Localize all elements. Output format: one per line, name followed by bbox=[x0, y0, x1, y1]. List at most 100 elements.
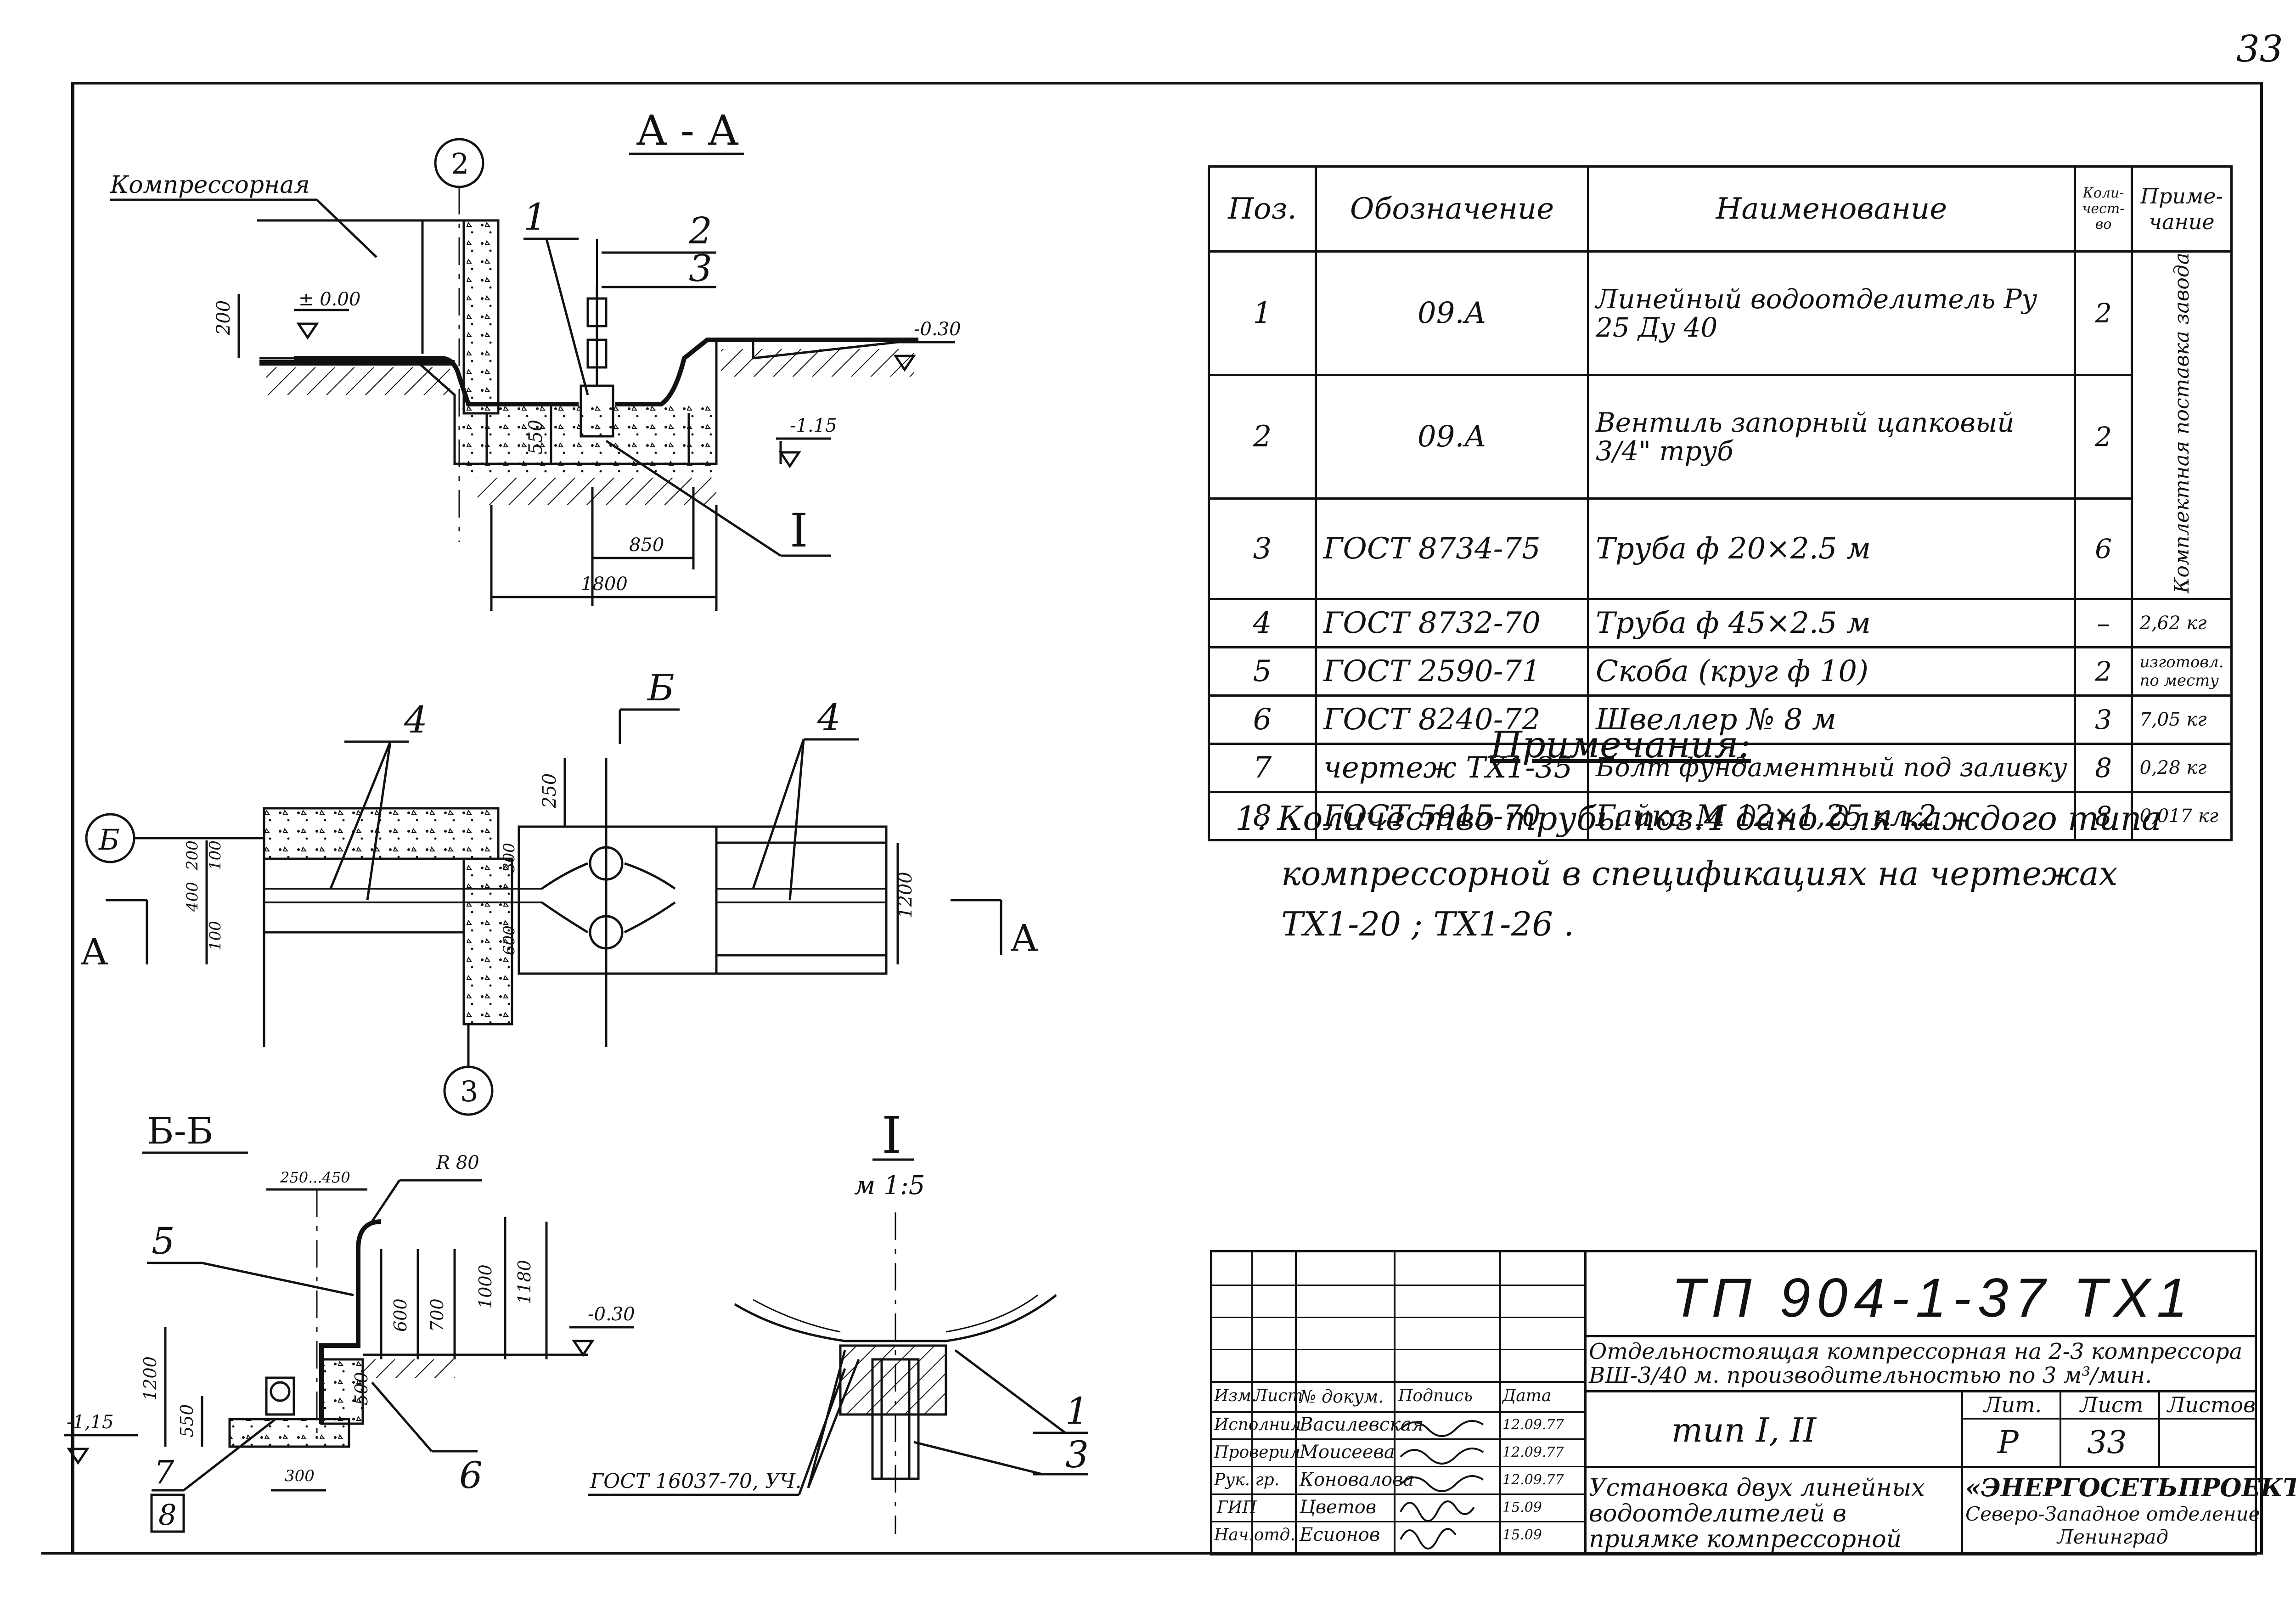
dim-aa-200: 200 bbox=[213, 300, 234, 336]
spec-cell-qty: 2 bbox=[2073, 373, 2133, 500]
spec-cell-designation: чертеж ТХ1-35 bbox=[1315, 742, 1589, 793]
plan-view: Б 4 4 Б 3 bbox=[80, 666, 1038, 1116]
table-row: 8 ГОСТ 5915-70 Гайка М 12×1,25 кл.2 8 0,… bbox=[1208, 790, 2233, 841]
tb-person-date: 12.09.77 bbox=[1503, 1417, 1564, 1433]
spec-cell-name: Швеллер № 8 м bbox=[1587, 694, 2076, 745]
tb-header-date: Дата bbox=[1503, 1386, 1552, 1405]
tb-person-date: 12.09.77 bbox=[1503, 1444, 1564, 1460]
callout-plan-4-right: 4 bbox=[817, 696, 841, 739]
level-bb-115: -1,15 bbox=[67, 1412, 114, 1433]
dim-plan-400: 400 bbox=[183, 882, 202, 912]
cut-b-label: Б bbox=[647, 666, 675, 709]
tb-type: тип I, II bbox=[1671, 1411, 1816, 1449]
tb-role: Рук. гр. bbox=[1214, 1471, 1280, 1489]
callout-bb-8: 8 bbox=[158, 1498, 176, 1532]
dim-plan-100a: 100 bbox=[206, 840, 225, 870]
spec-cell-pos: 7 bbox=[1208, 742, 1317, 793]
spec-cell-designation: ГОСТ 8734-75 bbox=[1315, 497, 1589, 600]
tb-role: Нач.отд. bbox=[1214, 1526, 1295, 1544]
callout-aa-3: 3 bbox=[689, 247, 712, 290]
spec-cell-pos: 8 bbox=[1208, 790, 1317, 841]
spec-table: Поз. Обозначение Наименование Коли-чест-… bbox=[1208, 165, 2233, 841]
spec-cell-pos: 3 bbox=[1208, 497, 1317, 600]
tb-org-city: Ленинград bbox=[2057, 1526, 2169, 1548]
tb-sheet-label: Лист bbox=[2080, 1392, 2144, 1417]
tb-person-name: Цветов bbox=[1300, 1497, 1377, 1518]
table-row: 2 09.А Вентиль запорный цапковый 3/4" тр… bbox=[1208, 373, 2232, 500]
spec-cell-note: 2,62 кг bbox=[2131, 597, 2233, 648]
tb-object: Отдельностоящая компрессорная на 2-3 ком… bbox=[1589, 1339, 2243, 1388]
spec-cell-name: Болт фундаментный под заливку bbox=[1587, 742, 2076, 793]
spec-cell-name: Скоба (круг ф 10) bbox=[1587, 646, 2076, 697]
tb-person-date: 12.09.77 bbox=[1503, 1472, 1564, 1488]
spec-header-designation: Обозначение bbox=[1315, 165, 1589, 253]
dim-plan-600: 600 bbox=[500, 925, 518, 955]
spec-cell-qty: 8 bbox=[2073, 742, 2133, 793]
tb-code: ТП 904-1-37 ТХ1 bbox=[1671, 1267, 2194, 1329]
dim-bb-1200: 1200 bbox=[140, 1356, 160, 1401]
tb-sheets-label: Листов bbox=[2167, 1392, 2256, 1417]
tb-person-name: Коновалова bbox=[1300, 1469, 1414, 1490]
section-bb: Б-Б 250...450 R 80 5 6 7 8 -0.30 bbox=[64, 1110, 846, 1533]
detail-callout-1: 1 bbox=[1065, 1390, 1089, 1432]
tb-stage: Р bbox=[1998, 1425, 2019, 1461]
table-row: 1 09.А Линейный водоотделитель Ру 25 Ду … bbox=[1208, 250, 2233, 600]
tb-role: Проверил bbox=[1214, 1443, 1300, 1462]
dim-plan-250: 250 bbox=[539, 773, 560, 809]
dim-bb-1000: 1000 bbox=[475, 1264, 495, 1309]
level-aa-030: -0.30 bbox=[914, 319, 961, 340]
tb-org-name: «ЭНЕРГОСЕТЬПРОЕКТ bbox=[1965, 1473, 2296, 1502]
spec-cell-name: Труба ф 45×2.5 м bbox=[1587, 597, 2076, 648]
spec-cell-note: 7,05 кг bbox=[2131, 694, 2233, 745]
spec-header-row: Поз. Обозначение Наименование Коли-чест-… bbox=[1208, 165, 2233, 253]
dim-bb-600: 600 bbox=[390, 1298, 411, 1332]
callout-plan-4-left: 4 bbox=[404, 699, 428, 741]
table-row: 6 ГОСТ 8240-72 Швеллер № 8 м 3 7,05 кг bbox=[1208, 694, 2233, 745]
spec-cell-designation: 09.А bbox=[1315, 250, 1589, 376]
spec-cell-designation: ГОСТ 2590-71 bbox=[1315, 646, 1589, 697]
dim-bb-500: 500 bbox=[351, 1372, 371, 1405]
tb-role: Исполнил bbox=[1214, 1415, 1301, 1434]
spec-supply-note: Комплектная поставка завода bbox=[2170, 253, 2194, 593]
dim-aa-1800: 1800 bbox=[581, 574, 628, 595]
spec-cell-qty: 2 bbox=[2073, 646, 2133, 697]
room-label: Компрессорная bbox=[110, 171, 310, 199]
cut-a-left: А bbox=[80, 930, 108, 973]
sheet-corner-number: 33 bbox=[2236, 28, 2283, 70]
title-block: Изм. Лист № докум. Подпись Дата Исполнил… bbox=[1210, 1250, 2296, 1555]
cut-a-right: А bbox=[1010, 917, 1038, 959]
dim-bb-550: 550 bbox=[177, 1404, 197, 1437]
detail-callout-3: 3 bbox=[1065, 1433, 1089, 1476]
table-row: 3 ГОСТ 8734-75 Труба ф 20×2.5 м 6 bbox=[1208, 497, 2232, 600]
note-line-2: компрессорной в спецификациях на чертежа… bbox=[1281, 854, 2118, 893]
axis-2: 2 bbox=[451, 147, 469, 180]
callout-aa-1: 1 bbox=[523, 196, 547, 238]
dim-plan-300: 300 bbox=[500, 843, 518, 873]
spec-cell-qty: 8 bbox=[2073, 790, 2133, 841]
spec-cell-name: Линейный водоотделитель Ру 25 Ду 40 bbox=[1587, 250, 2076, 376]
level-zero: ± 0.00 bbox=[298, 289, 360, 310]
spec-cell-name: Гайка М 12×1,25 кл.2 bbox=[1587, 790, 2076, 841]
tb-person-name: Василевская bbox=[1300, 1414, 1424, 1435]
spec-cell-qty: 3 bbox=[2073, 694, 2133, 745]
notes-title: Примечания: bbox=[1490, 723, 1751, 766]
tb-person-name: Есионов bbox=[1300, 1524, 1380, 1545]
detail-i-title: I bbox=[882, 1106, 901, 1165]
gost-ref: ГОСТ 16037-70, УЧ. bbox=[590, 1470, 802, 1493]
signatures bbox=[1400, 1420, 1484, 1550]
spec-header-qty: Коли-чест-во bbox=[2073, 165, 2133, 253]
callout-aa-2: 2 bbox=[688, 209, 712, 252]
dim-bb-300: 300 bbox=[285, 1467, 315, 1485]
spec-cell-pos: 4 bbox=[1208, 597, 1317, 648]
tb-sheet-title: Установка двух линейных водоотделителей … bbox=[1589, 1474, 1925, 1553]
callout-aa-I: I bbox=[790, 504, 808, 558]
table-row: 7 чертеж ТХ1-35 Болт фундаментный под за… bbox=[1208, 742, 2233, 793]
dim-aa-550: 550 bbox=[525, 420, 546, 455]
spec-cell-name: Труба ф 20×2.5 м bbox=[1587, 497, 2076, 600]
level-bb-030: -0.30 bbox=[588, 1304, 635, 1325]
dim-bb-250-450: 250...450 bbox=[280, 1169, 350, 1186]
spec-cell-note: 0,28 кг bbox=[2131, 742, 2233, 793]
spec-cell-note: 0,017 кг bbox=[2131, 790, 2233, 841]
spec-cell-pos: 2 bbox=[1208, 373, 1317, 500]
